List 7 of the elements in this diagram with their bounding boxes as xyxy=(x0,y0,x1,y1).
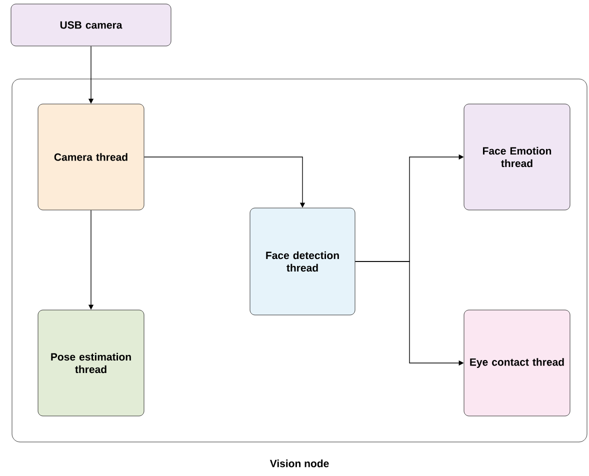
process-box: Pose estimation thread xyxy=(38,310,144,416)
process-box: USB camera xyxy=(10,4,172,46)
container-heading: Vision node xyxy=(270,460,329,468)
process-box: Face detection thread xyxy=(250,208,356,316)
process-box: Camera thread xyxy=(38,104,144,210)
process-box: Face Emotion thread xyxy=(464,104,570,210)
process-box: Eye contact thread xyxy=(464,310,570,416)
